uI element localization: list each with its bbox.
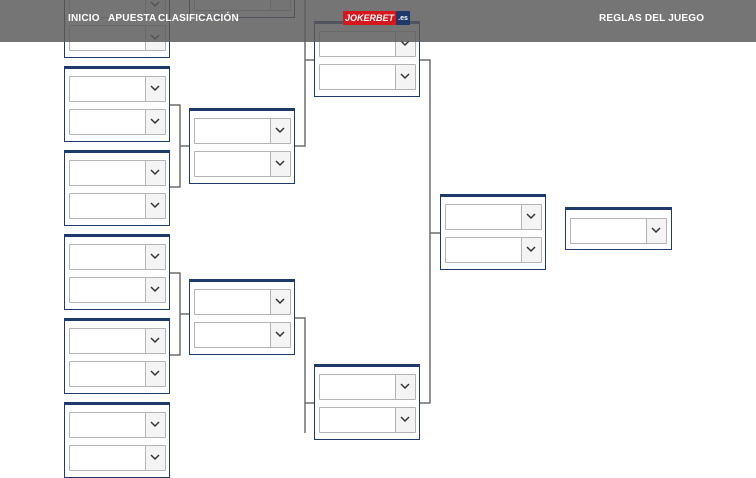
chevron-down-icon[interactable] bbox=[270, 119, 290, 143]
connector-line bbox=[170, 104, 181, 188]
select-value bbox=[78, 110, 140, 134]
select-value bbox=[78, 329, 140, 353]
team-select-home[interactable] bbox=[69, 328, 166, 354]
chevron-down-icon[interactable] bbox=[270, 152, 290, 176]
team-select-away[interactable] bbox=[69, 445, 166, 471]
nav-apuesta-link[interactable]: APUESTA bbox=[108, 13, 157, 24]
champion-box bbox=[565, 207, 672, 250]
quarter-final-match bbox=[189, 108, 295, 184]
round-of-16-match bbox=[64, 402, 170, 478]
select-value bbox=[203, 152, 265, 176]
team-select-away[interactable] bbox=[319, 407, 416, 433]
final-match bbox=[440, 194, 546, 270]
team-select-home[interactable] bbox=[319, 374, 416, 400]
team-select-home[interactable] bbox=[69, 76, 166, 102]
round-of-16-match bbox=[64, 150, 170, 226]
chevron-down-icon[interactable] bbox=[145, 413, 165, 437]
chevron-down-icon[interactable] bbox=[145, 194, 165, 218]
select-value bbox=[78, 278, 140, 302]
connector-line bbox=[170, 272, 181, 356]
select-value bbox=[78, 413, 140, 437]
nav-reglas-link[interactable]: REGLAS DEL JUEGO bbox=[599, 13, 705, 24]
team-select-home[interactable] bbox=[69, 160, 166, 186]
select-value bbox=[579, 219, 641, 243]
chevron-down-icon[interactable] bbox=[521, 205, 541, 229]
chevron-down-icon[interactable] bbox=[395, 375, 415, 399]
tournament-bracket bbox=[64, 0, 672, 478]
jokerbet-logo[interactable]: JOKERBET .es bbox=[343, 11, 410, 25]
logo-tld-text: .es bbox=[396, 11, 410, 25]
team-select-away[interactable] bbox=[194, 151, 291, 177]
team-select-away[interactable] bbox=[69, 109, 166, 135]
select-value bbox=[454, 205, 516, 229]
team-select-home[interactable] bbox=[69, 244, 166, 270]
round-of-16-match bbox=[64, 234, 170, 310]
top-navigation-bar: INICIO APUESTA CLASIFICACIÓN JOKERBET .e… bbox=[0, 0, 756, 42]
chevron-down-icon[interactable] bbox=[521, 238, 541, 262]
select-value bbox=[328, 65, 390, 89]
select-value bbox=[78, 446, 140, 470]
team-select-home[interactable] bbox=[194, 118, 291, 144]
team-select-away[interactable] bbox=[194, 322, 291, 348]
team-select-away[interactable] bbox=[69, 193, 166, 219]
round-of-16-match bbox=[64, 66, 170, 142]
chevron-down-icon[interactable] bbox=[145, 77, 165, 101]
select-value bbox=[78, 161, 140, 185]
semi-final-match bbox=[314, 364, 420, 440]
select-value bbox=[78, 77, 140, 101]
chevron-down-icon[interactable] bbox=[145, 278, 165, 302]
team-select-away[interactable] bbox=[445, 237, 542, 263]
team-select-away[interactable] bbox=[319, 64, 416, 90]
connector-line bbox=[420, 59, 431, 404]
chevron-down-icon[interactable] bbox=[145, 110, 165, 134]
team-select-home[interactable] bbox=[69, 412, 166, 438]
chevron-down-icon[interactable] bbox=[395, 65, 415, 89]
chevron-down-icon[interactable] bbox=[145, 362, 165, 386]
select-value bbox=[78, 194, 140, 218]
chevron-down-icon[interactable] bbox=[270, 290, 290, 314]
quarter-final-match bbox=[189, 279, 295, 355]
select-value bbox=[328, 408, 390, 432]
chevron-down-icon[interactable] bbox=[145, 245, 165, 269]
round-of-16-match bbox=[64, 318, 170, 394]
logo-brand-text: JOKERBET bbox=[343, 11, 396, 25]
select-value bbox=[203, 323, 265, 347]
team-select-away[interactable] bbox=[69, 277, 166, 303]
chevron-down-icon[interactable] bbox=[646, 219, 666, 243]
chevron-down-icon[interactable] bbox=[145, 161, 165, 185]
nav-clasificacion-link[interactable]: CLASIFICACIÓN bbox=[158, 13, 239, 24]
select-value bbox=[328, 375, 390, 399]
chevron-down-icon[interactable] bbox=[395, 408, 415, 432]
team-select-away[interactable] bbox=[69, 361, 166, 387]
chevron-down-icon[interactable] bbox=[270, 323, 290, 347]
select-value bbox=[203, 119, 265, 143]
select-value bbox=[203, 290, 265, 314]
team-select-home[interactable] bbox=[194, 289, 291, 315]
connector-line bbox=[295, 317, 306, 433]
select-value bbox=[78, 362, 140, 386]
nav-inicio-link[interactable]: INICIO bbox=[68, 13, 100, 24]
team-select-home[interactable] bbox=[445, 204, 542, 230]
select-value bbox=[78, 245, 140, 269]
chevron-down-icon[interactable] bbox=[145, 446, 165, 470]
chevron-down-icon[interactable] bbox=[145, 329, 165, 353]
champion-select[interactable] bbox=[570, 218, 667, 244]
select-value bbox=[454, 238, 516, 262]
